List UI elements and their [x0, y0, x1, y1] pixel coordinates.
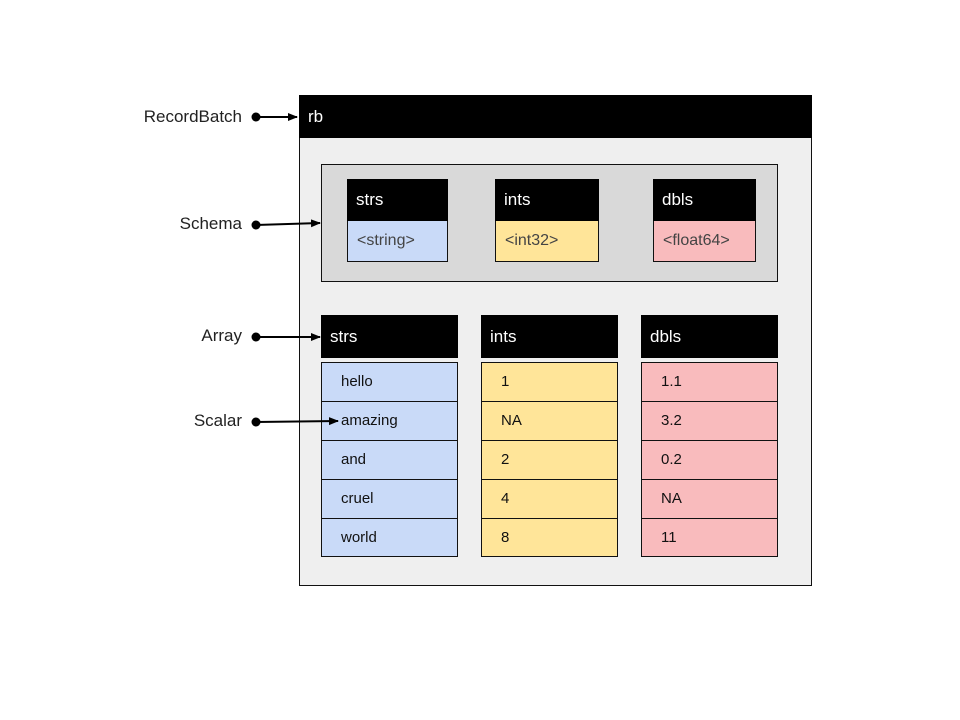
array-ints-cell: NA — [481, 401, 618, 441]
array-dbls-cell: 11 — [641, 518, 778, 557]
record-batch-label: RecordBatch — [143, 107, 242, 126]
record-batch-name: rb — [308, 107, 324, 126]
record-batch-arrow — [251, 112, 298, 122]
array-dbls-cell: 0.2 — [641, 440, 778, 480]
array-dbls-cell: NA — [641, 479, 778, 519]
schema-field-strs-name: strs — [347, 179, 448, 221]
array-arrow — [251, 332, 321, 342]
schema-field-dbls-name: dbls — [653, 179, 756, 221]
record-batch-header — [299, 95, 812, 138]
scalar-arrow — [251, 417, 339, 427]
schema-arrow — [251, 219, 321, 230]
array-ints-cell: 1 — [481, 362, 618, 402]
schema-field-ints-type: <int32> — [495, 221, 599, 262]
schema-field-strs-type: <string> — [347, 221, 448, 262]
array-ints-header: ints — [481, 315, 618, 358]
array-ints-cell: 8 — [481, 518, 618, 557]
scalar-label: Scalar — [193, 411, 242, 430]
schema-field-dbls-type: <float64> — [653, 221, 756, 262]
array-strs-cell: and — [321, 440, 458, 480]
schema-field-ints-name: ints — [495, 179, 599, 221]
array-strs-header: strs — [321, 315, 458, 358]
schema-label: Schema — [179, 214, 242, 233]
array-strs-cell: world — [321, 518, 458, 557]
array-strs-cell: cruel — [321, 479, 458, 519]
array-dbls-header: dbls — [641, 315, 778, 358]
array-dbls-cell: 3.2 — [641, 401, 778, 441]
array-strs-cell: amazing — [321, 401, 458, 441]
array-label: Array — [201, 326, 242, 345]
array-strs-cell: hello — [321, 362, 458, 402]
array-ints-cell: 4 — [481, 479, 618, 519]
